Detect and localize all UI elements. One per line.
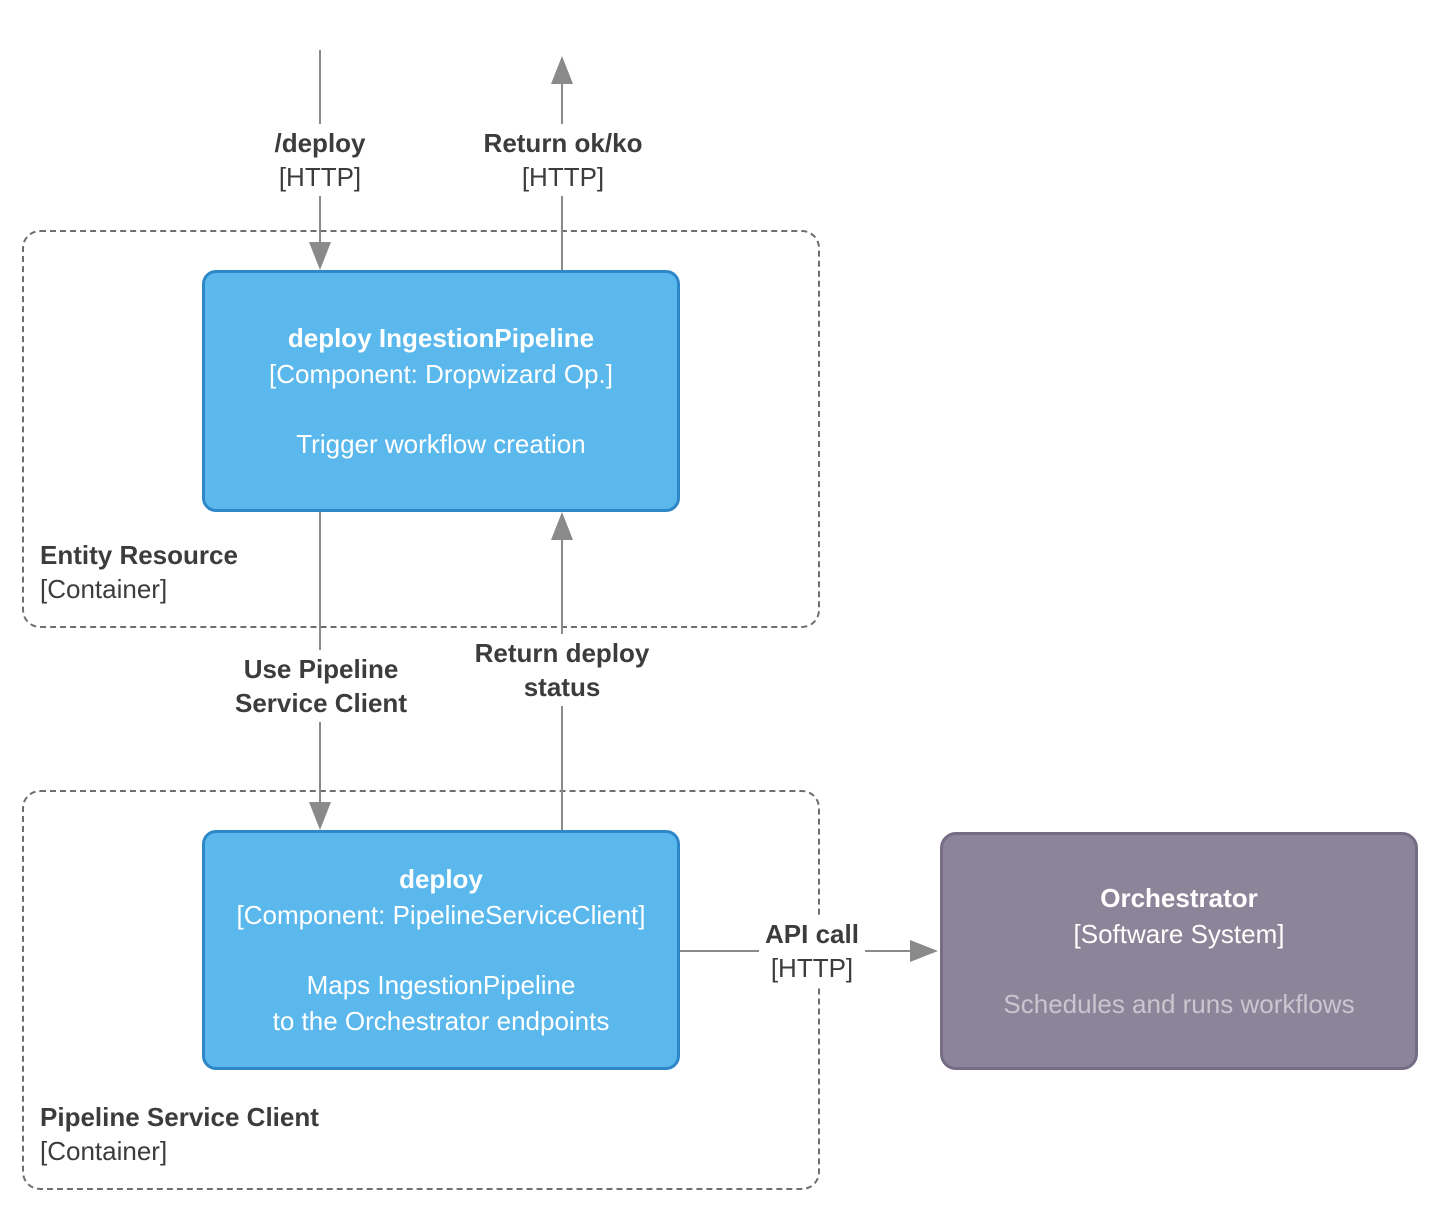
container-title: Entity Resource [40,540,238,570]
rel-label-api-call: API call [HTTP] [759,915,865,987]
component-meta: [Component: Dropwizard Op.] [269,359,613,389]
container-pipeline-service-client: Pipeline Service Client [Container] [22,790,820,1190]
return-okko-arrowhead-icon [551,56,573,84]
container-subtitle: [Container] [40,1136,168,1166]
component-deploy-pipeline-service-client: deploy [Component: PipelineServiceClient… [202,830,680,1070]
container-subtitle: [Container] [40,574,168,604]
rel-technology: [HTTP] [770,953,854,983]
external-system-description: Schedules and runs workflows [1003,989,1355,1019]
rel-technology: [HTTP] [521,162,605,192]
rel-description: Use Pipeline Service Client [235,654,407,718]
external-system-orchestrator: Orchestrator [Software System] Schedules… [940,832,1418,1070]
deploy-arrowhead-icon [309,242,331,270]
rel-label-return-okko: Return ok/ko [HTTP] [477,124,649,196]
container-title: Pipeline Service Client [40,1102,319,1132]
external-system-meta: [Software System] [1073,919,1285,949]
rel-label-deploy: /deploy [HTTP] [268,124,372,196]
rel-description: /deploy [274,128,366,158]
rel-label-use-pipeline-service-client: Use Pipeline Service Client [205,650,437,722]
rel-label-return-deploy-status: Return deploy status [456,634,668,706]
return-status-arrowhead-icon [551,512,573,540]
component-description-line1: Maps IngestionPipeline [306,970,576,1000]
container-pipeline-service-client-label: Pipeline Service Client [Container] [40,1100,319,1168]
external-system-title: Orchestrator [1100,883,1258,913]
component-deploy-ingestion-pipeline: deploy IngestionPipeline [Component: Dro… [202,270,680,512]
use-client-arrowhead-icon [309,802,331,830]
container-entity-resource-label: Entity Resource [Container] [40,538,238,606]
component-title: deploy IngestionPipeline [287,323,595,353]
container-entity-resource: Entity Resource [Container] [22,230,820,628]
rel-technology: [HTTP] [278,162,362,192]
component-meta: [Component: PipelineServiceClient] [236,900,646,930]
api-call-arrowhead-icon [910,940,938,962]
rel-description: API call [765,919,859,949]
rel-description: Return ok/ko [483,128,643,158]
component-description: Trigger workflow creation [296,429,586,459]
rel-description: Return deploy status [474,638,650,702]
component-title: deploy [399,864,483,894]
component-description-line2: to the Orchestrator endpoints [272,1006,610,1036]
